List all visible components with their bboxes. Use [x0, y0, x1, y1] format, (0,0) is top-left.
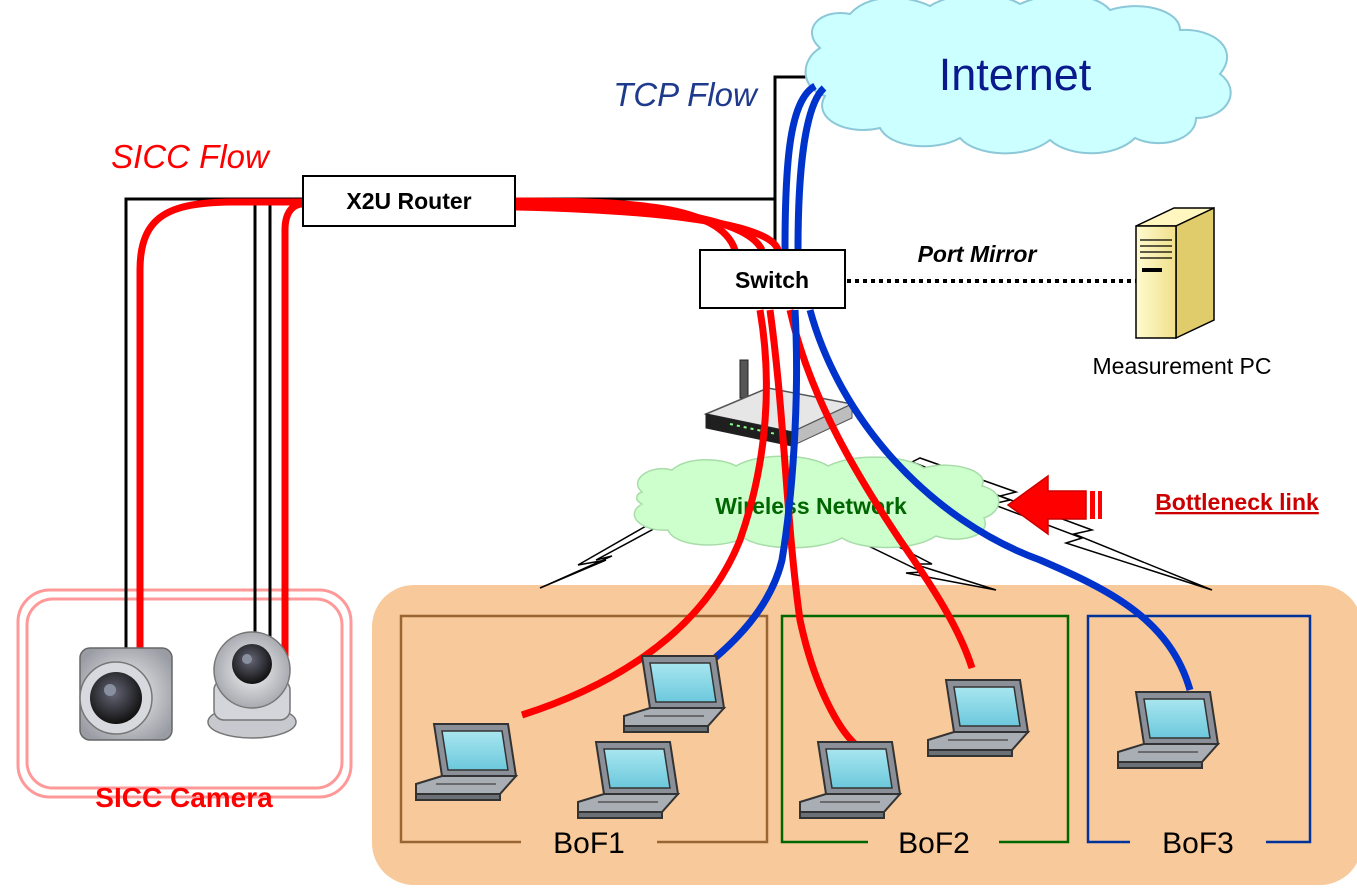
sicc-camera-frame [16, 588, 353, 799]
switch: Switch [699, 249, 846, 309]
wireless-network-cloud: Wireless Network [633, 455, 1000, 549]
ip-camera-icon [79, 647, 173, 741]
switch-label: Switch [735, 267, 809, 293]
bottleneck-link-label: Bottleneck link [1155, 489, 1319, 515]
tcp-flow-lines [712, 82, 1194, 691]
internet-cloud: Internet [804, 0, 1232, 155]
sicc-flow-label: SICC Flow [111, 138, 271, 175]
ptz-camera-icon [207, 631, 297, 739]
server-tower-icon [1135, 206, 1215, 340]
sicc-flow-lines [136, 197, 976, 747]
port-mirror-link: Port Mirror [847, 241, 1140, 283]
bof2-group: BoF2 [780, 614, 1070, 860]
bof3-label: BoF3 [1162, 827, 1234, 860]
bof1-label: BoF1 [553, 827, 625, 860]
x2u-router-label: X2U Router [346, 188, 471, 214]
cloud-icon [804, 0, 1232, 155]
x2u-router: X2U Router [302, 175, 516, 227]
sicc-camera-label: SICC Camera [95, 782, 273, 813]
port-mirror-label: Port Mirror [918, 241, 1038, 267]
arrow-left-icon [1006, 474, 1102, 536]
bof1-group: BoF1 [399, 614, 769, 860]
measurement-pc-label: Measurement PC [1093, 353, 1272, 379]
tcp-flow-label: TCP Flow [613, 76, 759, 113]
bof2-label: BoF2 [898, 827, 970, 860]
bof3-group: BoF3 [1086, 614, 1312, 860]
internet-label: Internet [939, 49, 1092, 100]
